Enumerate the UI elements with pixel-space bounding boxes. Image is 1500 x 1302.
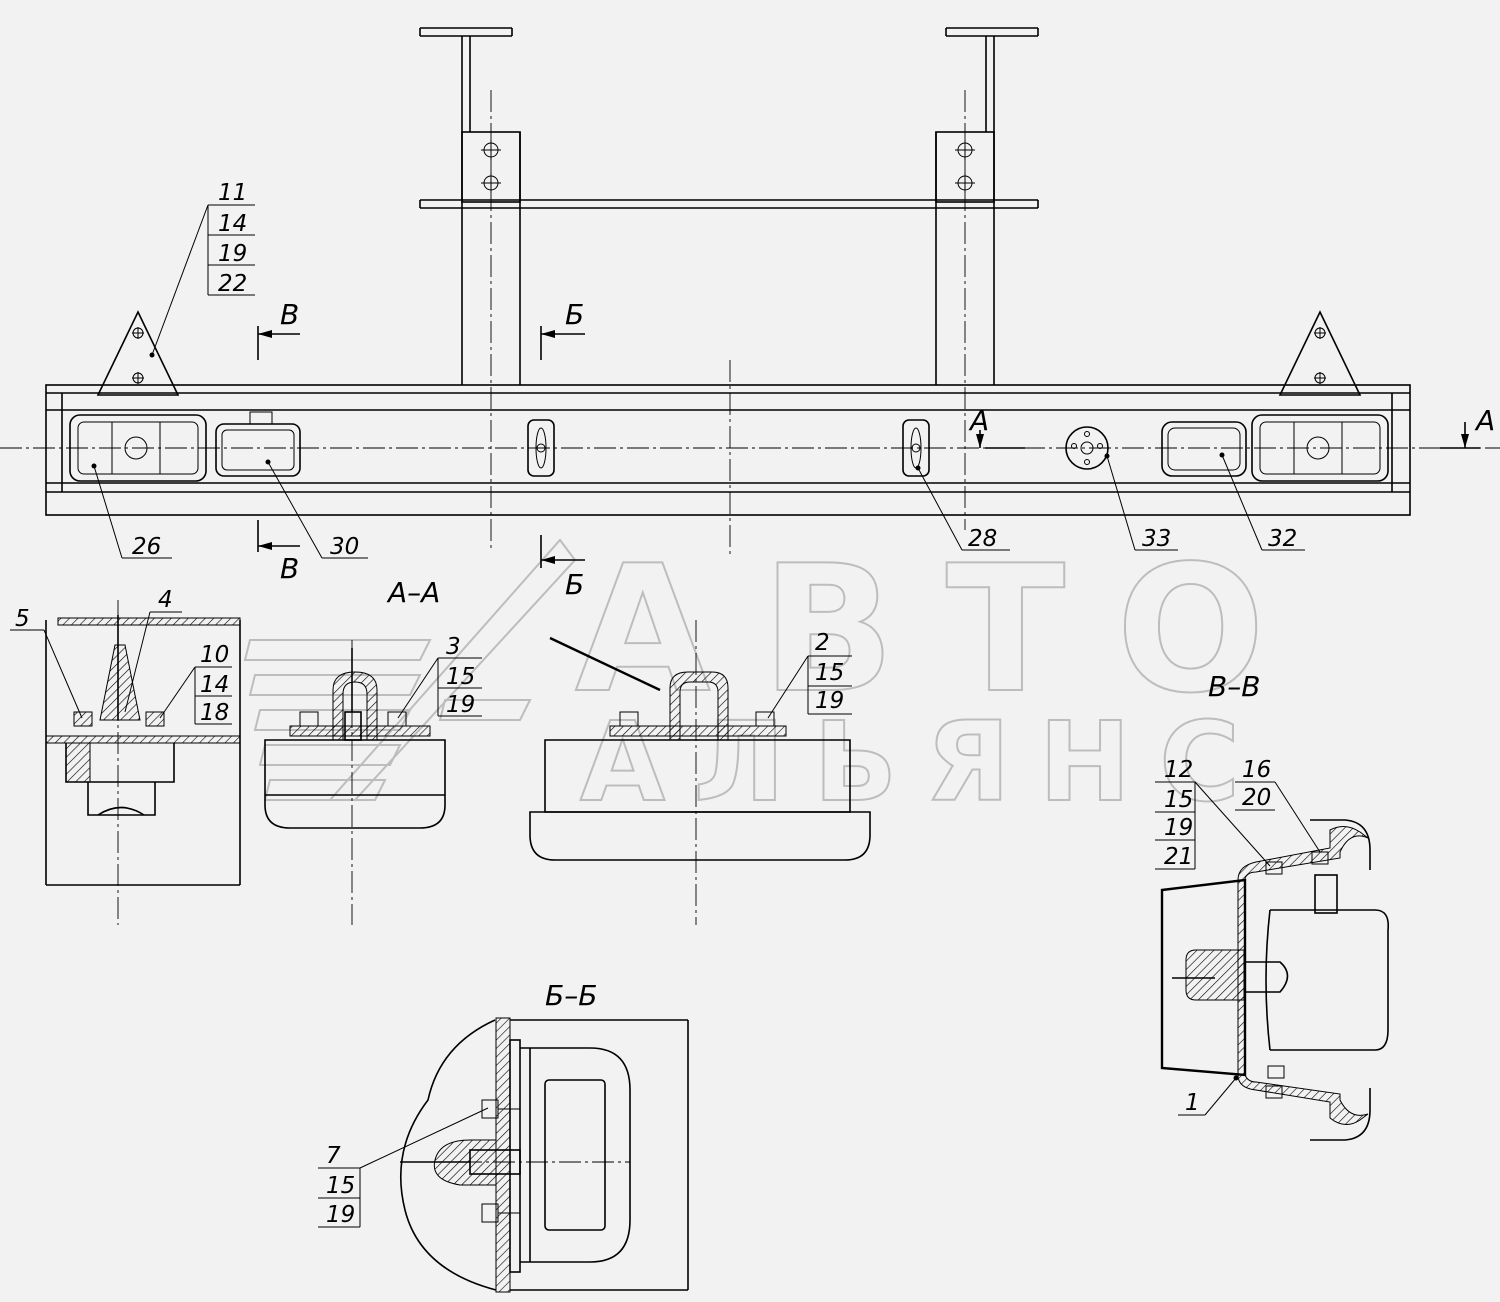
section-title-bb: Б–Б: [545, 979, 597, 1012]
section-title-aa: А–А: [386, 576, 440, 609]
svg-text:33: 33: [1142, 526, 1171, 552]
right-tail-lamp: [1251, 414, 1389, 482]
middle-left-marker: [527, 419, 555, 477]
svg-text:14: 14: [200, 672, 229, 698]
cut-label-b-bottom: Б: [565, 568, 584, 601]
right-reflector-triangle: [1278, 310, 1362, 396]
svg-text:5: 5: [15, 606, 30, 632]
callout-stack-3: 3 15 19: [397, 634, 482, 719]
callout-19: 19: [218, 241, 247, 267]
svg-text:21: 21: [1164, 844, 1193, 870]
top-view: В В Б Б А А: [0, 27, 1500, 601]
callout-30: 30: [267, 461, 368, 560]
svg-text:15: 15: [326, 1173, 355, 1199]
svg-text:18: 18: [200, 700, 229, 726]
cut-marker-b: Б Б: [540, 298, 585, 601]
callout-5: 5: [10, 606, 83, 719]
svg-text:15: 15: [815, 660, 844, 686]
svg-text:19: 19: [326, 1202, 355, 1228]
svg-text:32: 32: [1268, 526, 1297, 552]
svg-text:19: 19: [446, 692, 475, 718]
left-marker-lamp: [215, 411, 301, 477]
section-a-a: А–А: [10, 576, 871, 925]
left-reflector-triangle: [96, 310, 180, 396]
svg-text:4: 4: [158, 587, 173, 613]
svg-text:2: 2: [815, 630, 830, 656]
callout-32: 32: [1221, 454, 1305, 552]
callout-22: 22: [218, 271, 247, 297]
callout-11: 11: [218, 180, 247, 206]
svg-text:15: 15: [446, 664, 475, 690]
cut-label-a-right: А: [1474, 404, 1495, 437]
callout-stack-7: 7 15 19: [318, 1107, 489, 1228]
callout-26: 26: [93, 465, 172, 560]
callout-stack-11: 11 14 19 22: [151, 180, 255, 356]
callout-4: 4: [124, 587, 182, 713]
callout-stack-2: 2 15 19: [767, 630, 852, 719]
svg-text:3: 3: [446, 634, 461, 660]
cut-marker-a: А А: [968, 404, 1495, 449]
svg-text:12: 12: [1164, 757, 1193, 783]
right-mount-bracket: [935, 27, 1039, 385]
cut-label-v-top: В: [280, 298, 299, 331]
cut-label-a-left: А: [968, 404, 989, 437]
svg-text:16: 16: [1242, 757, 1271, 783]
section-b-b: Б–Б 7 15 19: [318, 979, 689, 1293]
callout-1: 1: [1178, 1077, 1237, 1116]
cut-label-v-bottom: В: [280, 552, 299, 585]
svg-text:26: 26: [132, 534, 161, 560]
cut-label-b-top: Б: [565, 298, 584, 331]
left-tail-lamp: [69, 414, 207, 482]
svg-text:30: 30: [330, 534, 359, 560]
svg-text:19: 19: [1164, 815, 1193, 841]
callout-stack-12: 12 15 19 21: [1155, 757, 1271, 870]
callout-28: 28: [917, 467, 1010, 552]
right-marker-lamp: [1161, 421, 1247, 477]
svg-text:7: 7: [326, 1143, 341, 1169]
left-mount-bracket: [419, 27, 521, 385]
svg-text:20: 20: [1242, 785, 1271, 811]
bumper-beam: [45, 384, 1411, 516]
svg-text:15: 15: [1164, 787, 1193, 813]
section-title-vv: В–В: [1208, 670, 1260, 703]
callout-14: 14: [218, 211, 247, 237]
svg-text:1: 1: [1185, 1090, 1200, 1116]
svg-text:28: 28: [968, 526, 997, 552]
callout-stack-16: 16 20: [1235, 757, 1321, 853]
section-v-v: В–В 12 15 19 21: [1155, 670, 1390, 1141]
middle-right-marker: [902, 419, 930, 477]
watermark: АВТО АЛЬЯНС: [243, 528, 1266, 827]
svg-text:19: 19: [815, 688, 844, 714]
callout-33: 33: [1106, 455, 1178, 552]
cut-marker-v: В В: [257, 298, 300, 585]
svg-text:10: 10: [200, 642, 229, 668]
callout-stack-10: 10 14 18: [159, 642, 232, 726]
